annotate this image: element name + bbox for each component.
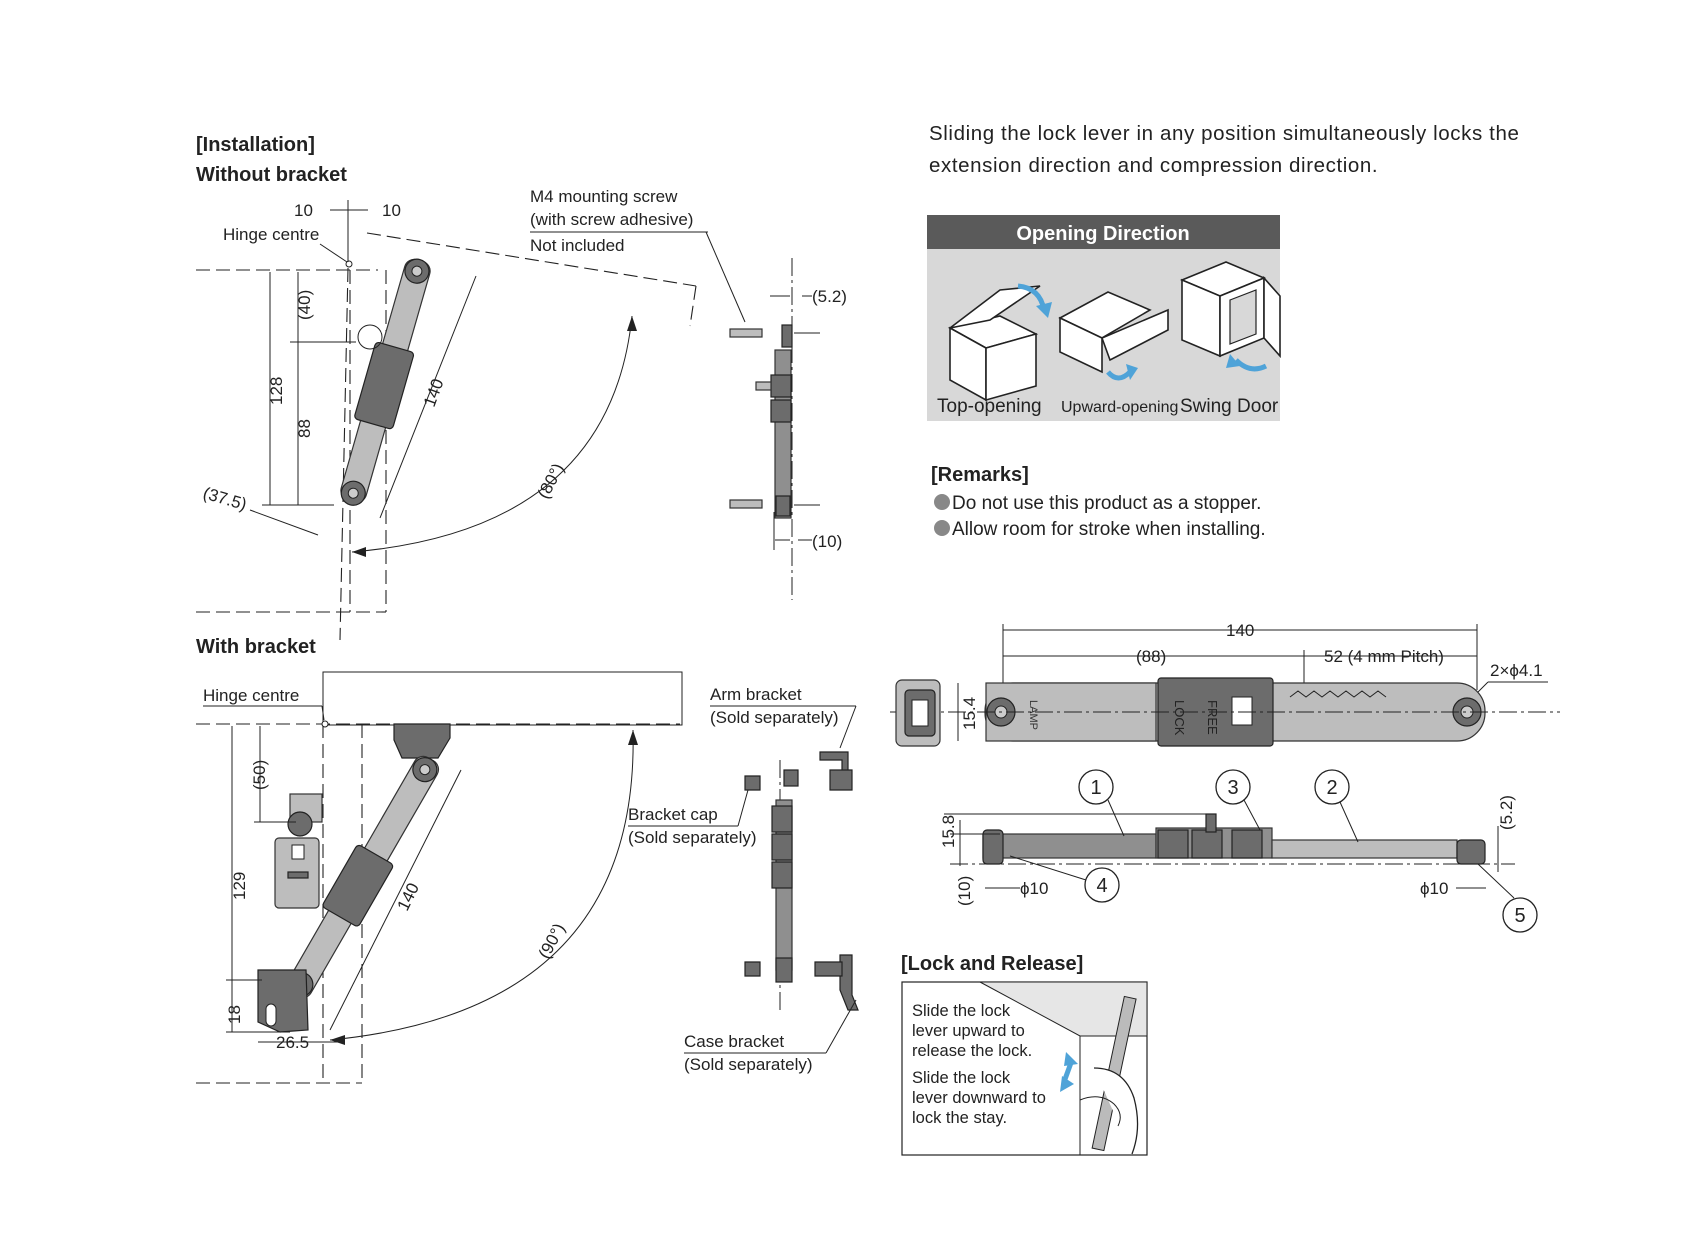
- dim-26-5: 26.5: [276, 1033, 309, 1052]
- case-bracket-label: Case bracket: [684, 1032, 784, 1051]
- remark-2: Allow room for stroke when installing.: [952, 519, 1266, 540]
- dim-37-5: (37.5): [201, 484, 249, 515]
- screw-note-2: (with screw adhesive): [530, 210, 693, 229]
- dim-pitch: 52 (4 mm Pitch): [1324, 647, 1444, 666]
- dim-88-top: (88): [1136, 647, 1166, 666]
- callout-3: 3: [1215, 769, 1261, 831]
- dim-offset-right: 10: [382, 201, 401, 220]
- body-lock-text: LOCK: [1172, 700, 1187, 736]
- release-text-1: Slide the lock: [912, 1002, 1011, 1020]
- bullet-icon: [934, 520, 950, 536]
- dim-40: (40): [295, 290, 314, 320]
- opening-direction-title: Opening Direction: [1016, 223, 1189, 245]
- lock-and-release-section: [Lock and Release] Slide the lock lever …: [901, 953, 1148, 1156]
- dim-128: 128: [267, 377, 286, 405]
- hinge-centre-label: Hinge centre: [223, 225, 319, 244]
- installation-without-bracket: [Installation] Without bracket Hinge cen…: [196, 134, 847, 641]
- installation-with-bracket: With bracket Hinge centre: [196, 636, 859, 1084]
- lock-text-1: Slide the lock: [912, 1069, 1011, 1087]
- callout-4: 4: [1009, 855, 1120, 903]
- remarks-section: [Remarks] Do not use this product as a s…: [931, 464, 1266, 540]
- release-text-2: lever upward to: [912, 1022, 1025, 1040]
- intro-text: Sliding the lock lever in any position s…: [929, 122, 1520, 177]
- screw-note-1: M4 mounting screw: [530, 187, 678, 206]
- lock-release-title: [Lock and Release]: [901, 953, 1083, 975]
- bullet-icon: [934, 494, 950, 510]
- top-opening-label: Top-opening: [937, 396, 1042, 417]
- release-text-3: release the lock.: [912, 1042, 1032, 1060]
- dim-50: (50): [250, 760, 269, 790]
- dim-offset-left: 10: [294, 201, 313, 220]
- bracket-cap-label: Bracket cap: [628, 805, 718, 824]
- opening-direction-panel: Opening Direction Top-o: [927, 215, 1281, 421]
- hand-lever-illustration: [1060, 995, 1139, 1155]
- dim-15-8: 15.8: [939, 815, 958, 848]
- angle-80: (80°): [534, 460, 568, 502]
- upward-opening-icon: [1058, 291, 1169, 381]
- arm-bracket-note: (Sold separately): [710, 708, 839, 727]
- dim-holes: 2×ϕ4.1: [1490, 661, 1543, 680]
- swing-door-icon: [1179, 261, 1281, 372]
- lock-text-3: lock the stay.: [912, 1109, 1007, 1127]
- dim-5-2-side: (5.2): [1497, 795, 1516, 830]
- dim-15-4: 15.4: [960, 697, 979, 730]
- arm-bracket-label: Arm bracket: [710, 685, 802, 704]
- dimension-drawing: 140 (88) 52 (4 mm Pitch) 2×ϕ4.1 FREE LOC…: [890, 621, 1560, 933]
- svg-text:2: 2: [1326, 777, 1337, 799]
- dim-phi-left: ϕ10: [1020, 879, 1048, 898]
- svg-text:3: 3: [1227, 777, 1238, 799]
- angle-90: (90°): [535, 920, 569, 962]
- body-free-text: FREE: [1205, 700, 1220, 735]
- remark-1: Do not use this product as a stopper.: [952, 493, 1261, 514]
- lock-text-2: lever downward to: [912, 1089, 1046, 1107]
- case-bracket-note: (Sold separately): [684, 1055, 813, 1074]
- dim-thick-10: (10): [955, 876, 974, 906]
- dim-140: 140: [420, 376, 448, 409]
- dim-10: (10): [812, 532, 842, 551]
- svg-text:5: 5: [1514, 905, 1525, 927]
- bracket-cap-note: (Sold separately): [628, 828, 757, 847]
- brand-mark: LAMP: [1027, 700, 1039, 730]
- svg-text:4: 4: [1096, 875, 1107, 897]
- installation-heading: [Installation]: [196, 134, 315, 156]
- dim-140-b: 140: [394, 880, 424, 914]
- screw-note-3: Not included: [530, 236, 625, 255]
- callout-1: 1: [1078, 769, 1125, 837]
- without-bracket-title: Without bracket: [196, 164, 347, 186]
- dim-18: 18: [225, 1005, 244, 1024]
- with-bracket-title: With bracket: [196, 636, 316, 658]
- callout-5: 5: [1477, 863, 1538, 933]
- callout-2: 2: [1314, 769, 1359, 843]
- dim-88: 88: [295, 419, 314, 438]
- dim-5-2: (5.2): [812, 287, 847, 306]
- top-opening-icon: [947, 283, 1052, 402]
- dim-overall-140: 140: [1226, 621, 1254, 640]
- upward-opening-label: Upward-opening: [1061, 399, 1178, 416]
- remarks-title: [Remarks]: [931, 464, 1029, 486]
- swing-door-label: Swing Door: [1180, 396, 1279, 417]
- hinge-centre-label-2: Hinge centre: [203, 686, 299, 705]
- svg-text:1: 1: [1090, 777, 1101, 799]
- dim-phi-right: ϕ10: [1420, 879, 1448, 898]
- dim-129: 129: [230, 872, 249, 900]
